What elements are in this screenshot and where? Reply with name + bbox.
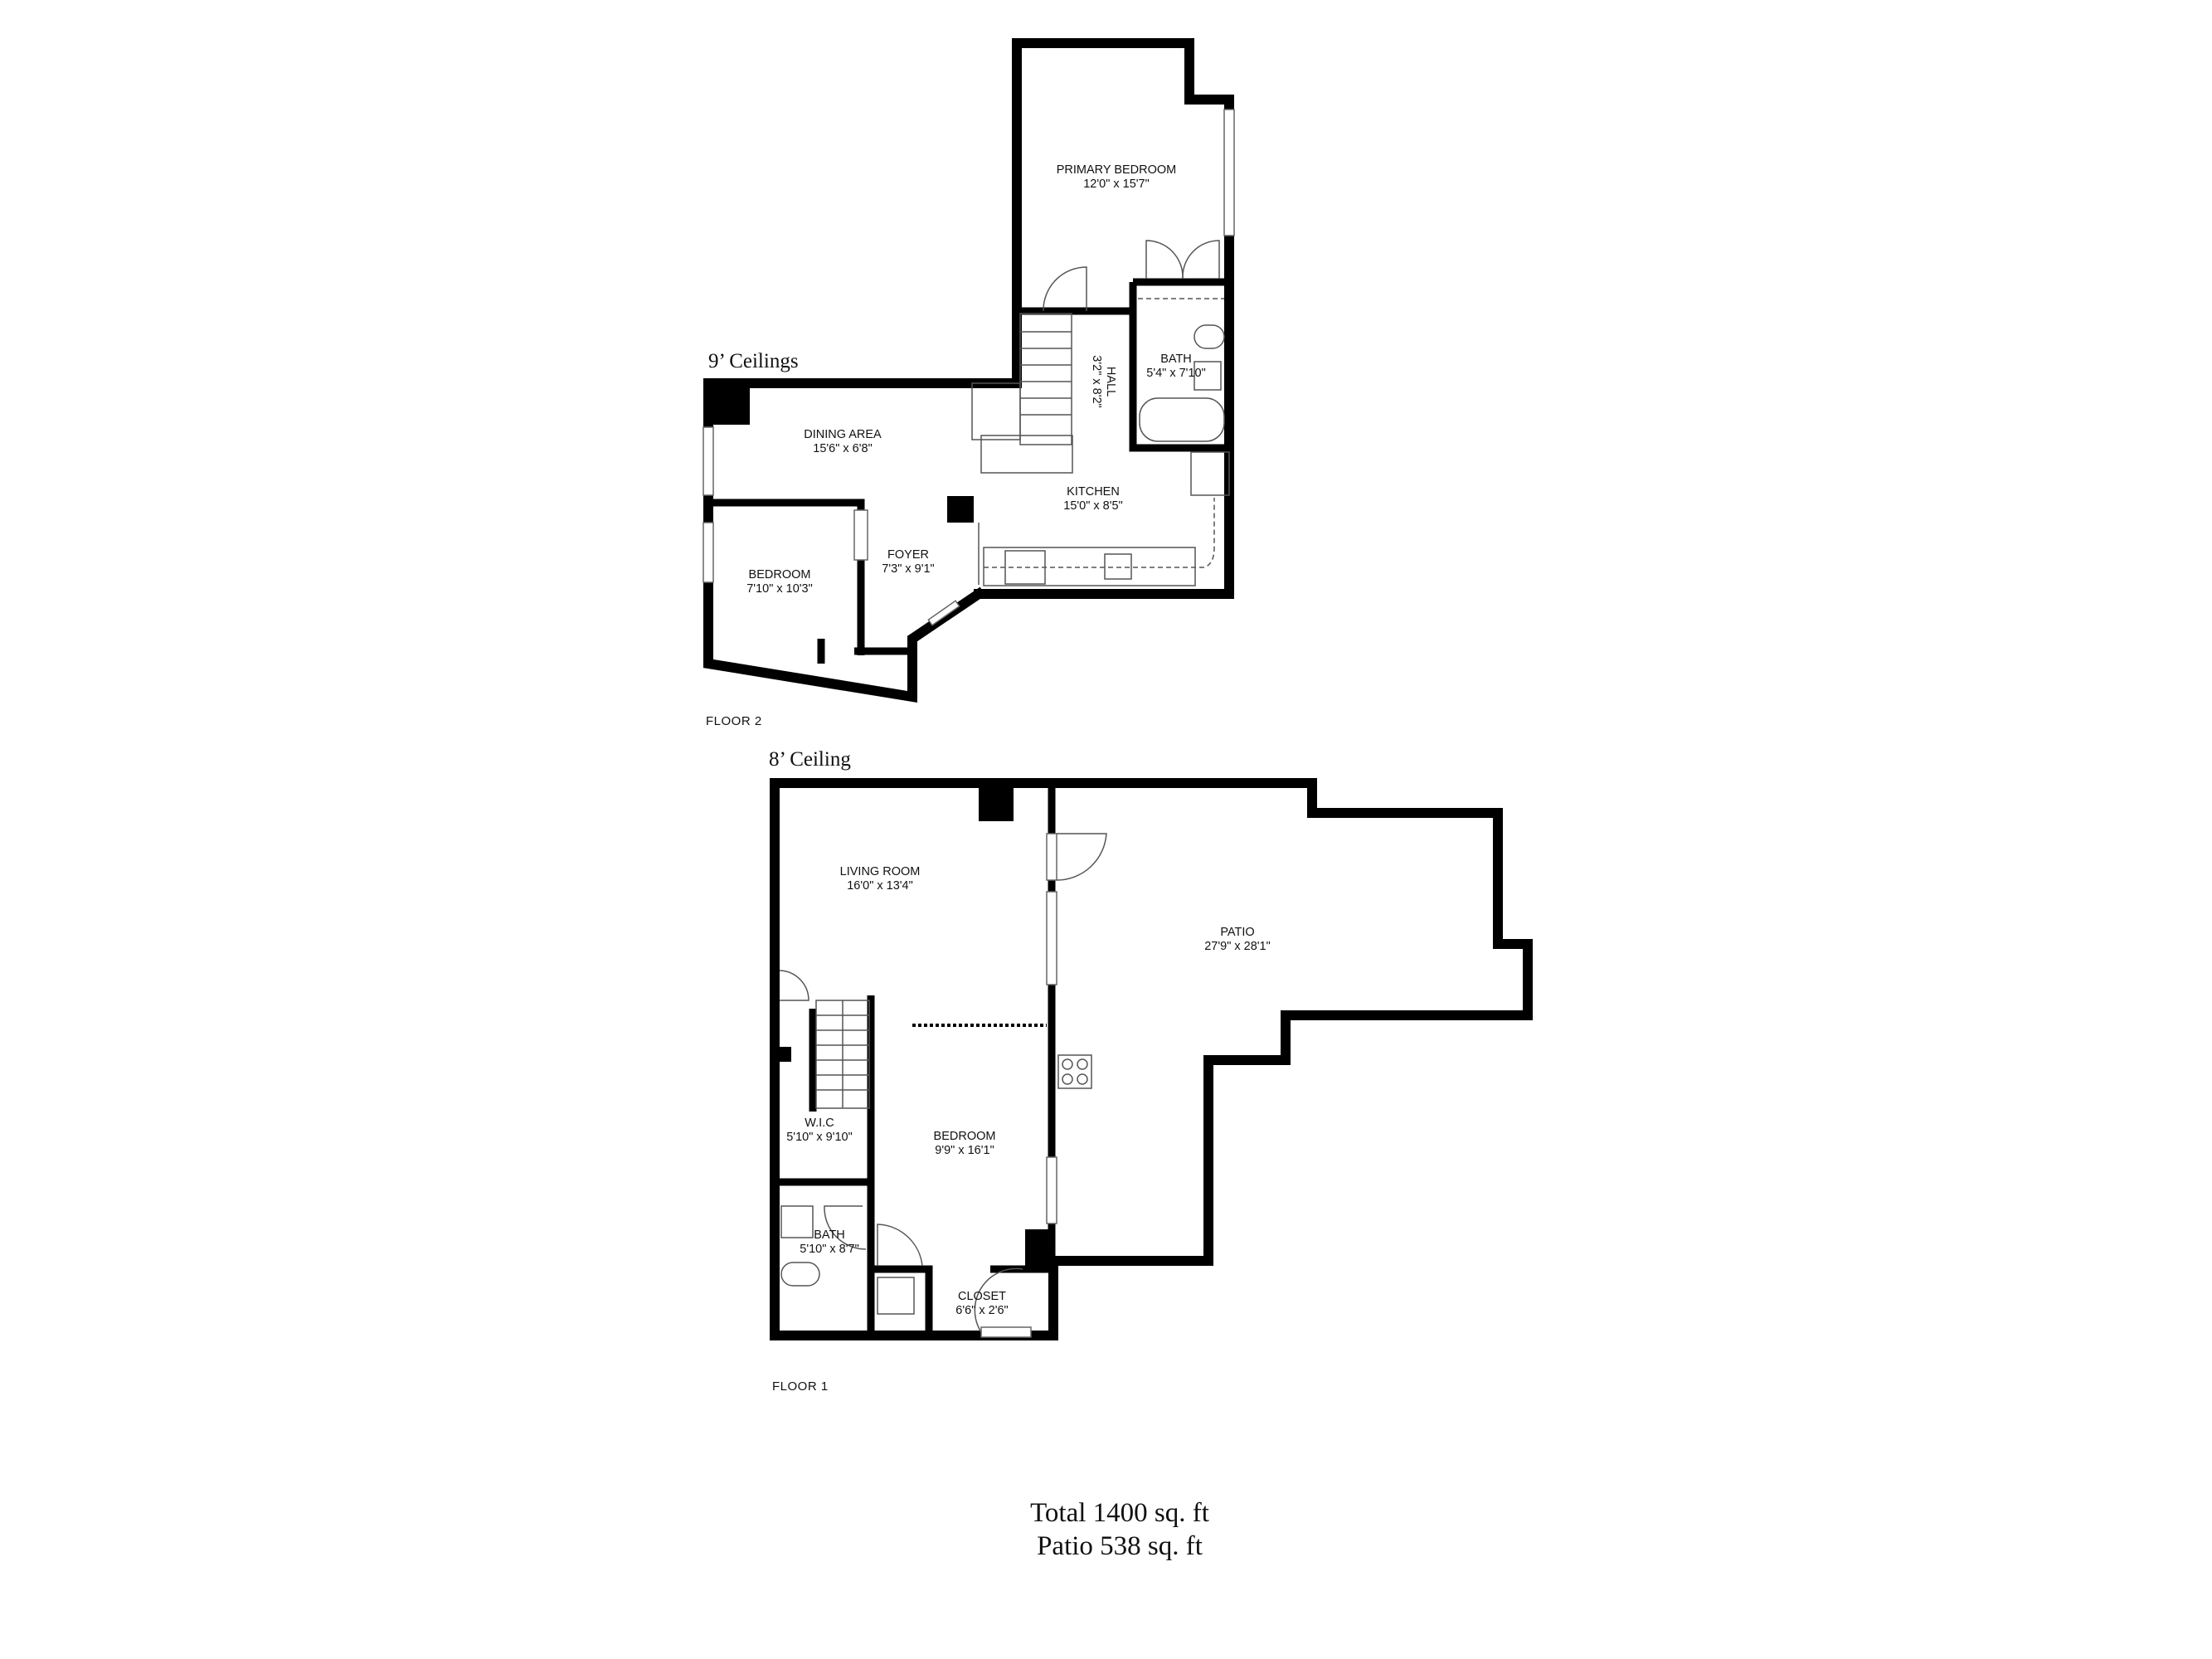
floor2-label: FLOOR 2 (706, 714, 762, 728)
room-name: BATH (814, 1228, 845, 1242)
room-dims: 5'4" x 7'10" (1146, 367, 1206, 380)
room-label-primary-bedroom: PRIMARY BEDROOM 12'0" x 15'7" (1057, 163, 1177, 192)
room-dims: 7'3" x 9'1" (882, 562, 935, 576)
room-name: FOYER (887, 548, 929, 562)
room-dims: 6'6" x 2'6" (955, 1304, 1009, 1317)
room-name: LIVING ROOM (839, 865, 921, 878)
total-area: Total 1400 sq. ft (1030, 1498, 1209, 1528)
room-label-patio: PATIO 27'9" x 28'1" (1204, 926, 1271, 954)
room-name: BEDROOM (748, 568, 811, 581)
room-dims: 16'0" x 13'4" (847, 879, 913, 893)
room-dims: 5'10" x 9'10" (786, 1131, 853, 1144)
floor2-ceiling-note: 9’ Ceilings (708, 350, 799, 372)
room-dims: 15'6" x 6'8" (813, 442, 873, 455)
room-name: BATH (1160, 353, 1192, 366)
room-label-kitchen: KITCHEN 15'0" x 8'5" (1063, 485, 1122, 513)
floor2-plan (702, 38, 1235, 703)
room-dims: 12'0" x 15'7" (1083, 178, 1150, 191)
room-label-bedroom-floor1: BEDROOM 9'9" x 16'1" (934, 1130, 996, 1158)
room-name: HALL (1104, 366, 1117, 397)
floor1-plan (770, 778, 1533, 1340)
room-label-bath-floor2: BATH 5'4" x 7'10" (1146, 353, 1205, 381)
patio-area: Patio 538 sq. ft (1037, 1531, 1203, 1561)
floor1-stairs (815, 1000, 870, 1109)
area-totals: Total 1400 sq. ft Patio 538 sq. ft (1030, 1496, 1209, 1563)
room-dims: 15'0" x 8'5" (1063, 499, 1123, 513)
room-name: BEDROOM (933, 1130, 996, 1143)
room-name: PRIMARY BEDROOM (1056, 163, 1177, 177)
room-label-foyer: FOYER 7'3" x 9'1" (882, 548, 934, 577)
room-dims: 27'9" x 28'1" (1204, 940, 1271, 953)
room-label-bedroom-floor2: BEDROOM 7'10" x 10'3" (746, 568, 813, 596)
room-label-dining-area: DINING AREA 15'6" x 6'8" (804, 428, 881, 456)
room-dims: 3'2" x 8'2" (1090, 355, 1103, 408)
room-dims: 9'9" x 16'1" (935, 1144, 994, 1157)
room-name: KITCHEN (1067, 485, 1120, 499)
floor2-stairs (971, 313, 1073, 474)
floor1-label: FLOOR 1 (772, 1379, 829, 1394)
room-label-hall: HALL 3'2" x 8'2" (1089, 355, 1117, 407)
room-label-closet: CLOSET 6'6" x 2'6" (955, 1290, 1008, 1318)
room-label-bath-floor1: BATH 5'10" x 8'7" (800, 1228, 858, 1257)
room-name: PATIO (1220, 926, 1255, 939)
room-dims: 7'10" x 10'3" (746, 582, 813, 596)
room-dims: 5'10" x 8'7" (800, 1243, 859, 1256)
room-name: W.I.C (805, 1117, 834, 1130)
room-label-wic: W.I.C 5'10" x 9'10" (786, 1117, 853, 1145)
room-label-living-room: LIVING ROOM 16'0" x 13'4" (840, 865, 921, 893)
room-name: CLOSET (957, 1290, 1006, 1303)
floor1-ceiling-note: 8’ Ceiling (769, 748, 851, 771)
room-name: DINING AREA (804, 428, 882, 441)
